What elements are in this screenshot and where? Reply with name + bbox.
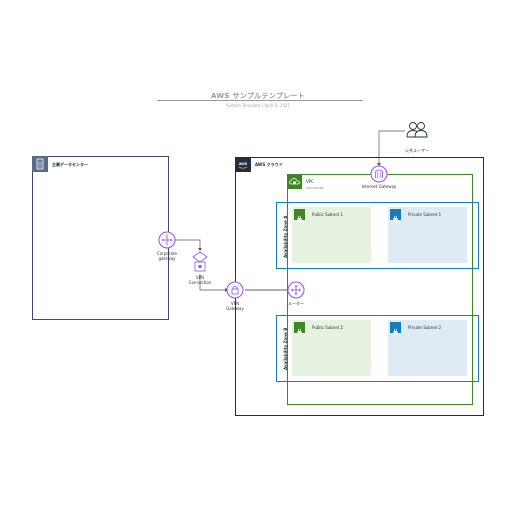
internet-gateway-label: Internet Gateway <box>361 184 397 189</box>
aws-logo-icon: aws <box>235 157 251 172</box>
vpn-gateway-icon <box>226 281 244 299</box>
private-subnet-2-label: Private Subnet 2 <box>408 325 442 330</box>
svg-text:aws: aws <box>239 161 248 166</box>
users-icon <box>406 122 428 138</box>
users-label: 公共ユーザー <box>405 148 429 153</box>
az-b-group <box>276 315 479 382</box>
lock-icon <box>294 209 305 222</box>
router-icon <box>287 281 305 299</box>
lock-icon <box>294 322 305 335</box>
vpn-connection-icon <box>192 251 208 272</box>
arrowhead-igw <box>377 163 381 166</box>
aws-cloud-label: AWS クラウド <box>255 162 283 167</box>
lock-icon <box>390 322 401 335</box>
private-subnet-1-label: Private Subnet 1 <box>408 212 442 217</box>
public-subnet-1-label: Public Subnet 1 <box>312 212 344 217</box>
arrowhead-vpnconn <box>198 248 202 251</box>
az-a-label: Availability Zone A <box>283 215 288 258</box>
corporate-gateway-icon <box>158 231 176 249</box>
datacenter-group <box>32 156 169 320</box>
connector-users-igw <box>378 130 405 165</box>
vpc-cidr: 10.0.0.0/16 <box>306 186 324 190</box>
cloud-lock-icon <box>287 174 302 189</box>
public-subnet-1 <box>292 207 371 263</box>
datacenter-label: 企業データセンター <box>52 162 88 167</box>
router-label: ルーター <box>288 301 304 306</box>
title-divider <box>157 100 363 101</box>
page-subtitle: System Template | April 4, 2021 <box>225 103 290 108</box>
private-subnet-2 <box>388 320 467 376</box>
private-subnet-1 <box>388 207 467 263</box>
public-subnet-2 <box>292 320 371 376</box>
connector-vpnconn-vpngw <box>199 274 227 291</box>
az-a-group <box>276 202 479 269</box>
public-subnet-2-label: Public Subnet 2 <box>312 325 344 330</box>
az-b-label: Availability Zone B <box>283 327 288 370</box>
building-icon <box>32 156 48 172</box>
internet-gateway-icon <box>370 165 388 183</box>
lock-icon <box>390 209 401 222</box>
page-title: AWS サンプルテンプレート <box>210 92 306 100</box>
connector-corpgw-vpnconn <box>175 239 201 250</box>
vpc-label: VPC <box>306 179 314 184</box>
